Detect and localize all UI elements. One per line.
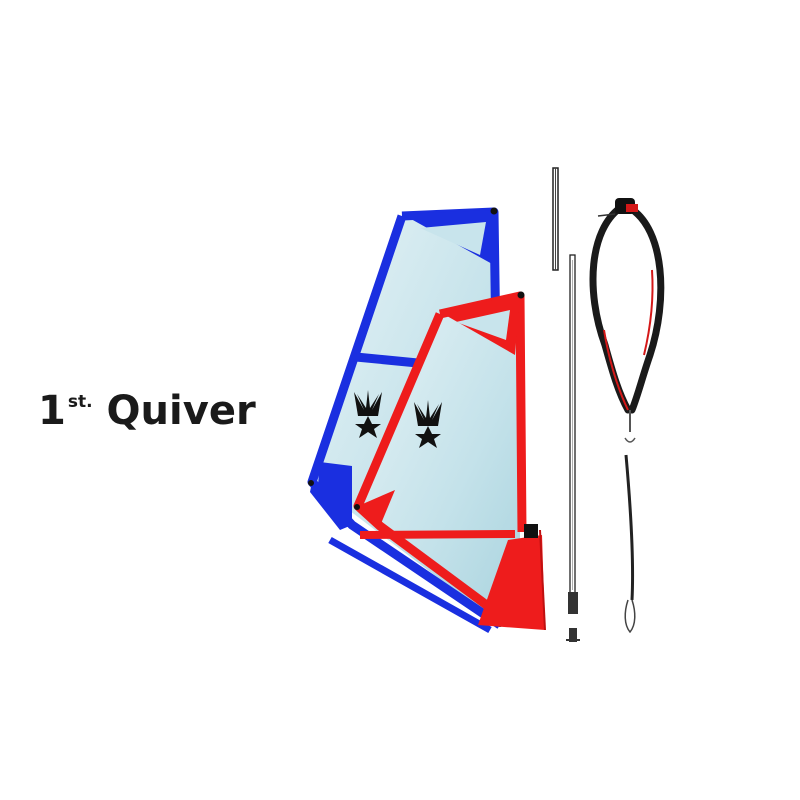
red-sail <box>353 291 546 631</box>
title-word: Quiver <box>106 388 256 434</box>
red-sail-logo <box>414 400 442 448</box>
blue-sail-logo <box>354 390 382 438</box>
mast <box>552 167 580 642</box>
title-number: 1 <box>38 388 66 434</box>
wishbone-boom <box>589 198 665 634</box>
title-ordinal: st. <box>67 392 93 412</box>
